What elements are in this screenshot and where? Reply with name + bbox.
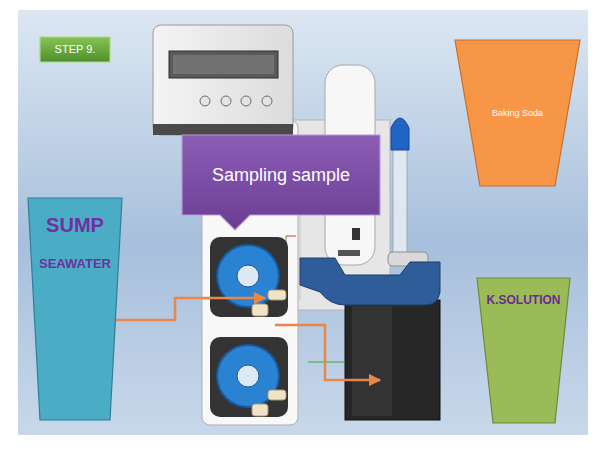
container-label: K.SOLUTION xyxy=(487,294,561,308)
flow-arrow xyxy=(275,325,380,380)
controller-base xyxy=(153,124,293,135)
button xyxy=(241,96,251,106)
container-label: Baking Soda xyxy=(492,108,543,118)
axis-mark xyxy=(308,362,345,363)
supply-container: Baking Soda xyxy=(455,40,580,186)
callout-box: Sampling sample xyxy=(182,135,380,230)
node-outline xyxy=(28,198,122,420)
button xyxy=(200,96,210,106)
node-outline xyxy=(182,135,380,230)
probe-cap xyxy=(391,118,409,150)
step-label: STEP 9. xyxy=(55,43,96,56)
pump-fitting xyxy=(252,304,268,316)
container xyxy=(345,300,440,420)
pump-hub xyxy=(237,265,259,287)
lcd-screen xyxy=(173,55,274,74)
callout-text: Sampling sample xyxy=(212,165,350,186)
node-outline xyxy=(40,37,110,62)
solution-container: K.SOLUTION xyxy=(477,278,570,423)
node-outline xyxy=(477,278,570,423)
holder xyxy=(300,258,440,305)
container-label: SEAWATER xyxy=(39,257,111,272)
container-label: SUMP xyxy=(46,214,104,237)
lcd-display xyxy=(169,51,278,78)
button xyxy=(262,96,272,106)
pump-fitting xyxy=(252,404,268,416)
step-badge: STEP 9. xyxy=(40,37,110,62)
node-outline xyxy=(455,40,580,186)
pump-housing xyxy=(210,237,288,317)
axis-mark xyxy=(286,236,296,237)
pump-hub xyxy=(237,365,259,387)
column-slot xyxy=(352,228,360,240)
button xyxy=(221,96,231,106)
pump-fitting xyxy=(268,290,286,300)
column-slot xyxy=(338,250,360,256)
probe-body xyxy=(393,140,407,265)
pump-fitting xyxy=(268,390,286,400)
controller xyxy=(153,25,293,135)
container-face xyxy=(352,306,392,416)
sump-container: SUMP SEAWATER xyxy=(28,198,122,420)
background xyxy=(18,10,588,435)
pump-housing xyxy=(210,337,288,417)
